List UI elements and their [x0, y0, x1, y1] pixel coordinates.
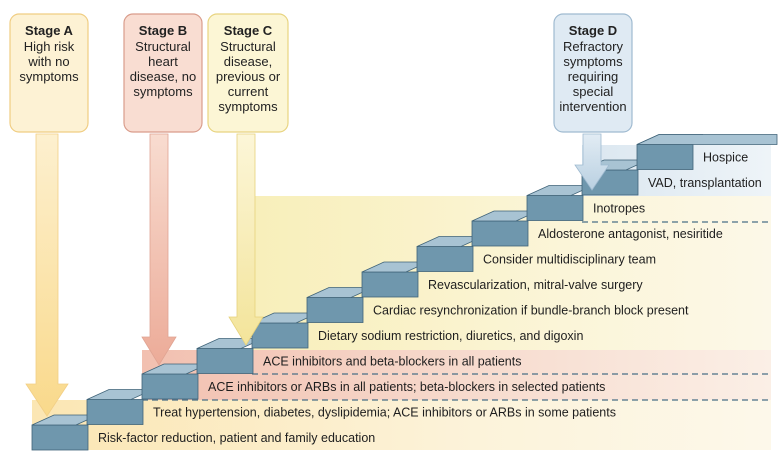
stage-d-line-1: Refractory: [563, 39, 623, 54]
stage-a: Stage A High risk with no symptoms: [9, 13, 89, 417]
stair-riser: [196, 348, 254, 374]
stage-d-line-5: intervention: [559, 99, 626, 114]
stair-riser: [31, 424, 89, 451]
stage-c-arrow: [228, 133, 264, 346]
stair-step: [31, 414, 99, 451]
stair-riser: [471, 220, 529, 247]
stair-riser: [416, 246, 474, 272]
stage-c-line-2: disease,: [224, 54, 272, 69]
step-label: ACE inhibitors or ARBs in all patients; …: [208, 380, 605, 394]
stair-step: [361, 261, 429, 298]
stair-riser: [636, 144, 694, 170]
stage-d-title: Stage D: [569, 23, 617, 38]
stage-c-line-5: symptoms: [218, 99, 278, 114]
stage-a-line-2: with no: [27, 54, 69, 69]
stair-riser: [306, 297, 364, 323]
stage-a-band: [32, 400, 771, 450]
stage-d-arrow: [574, 133, 610, 191]
step-label: Inotropes: [593, 202, 645, 216]
stair-riser: [251, 322, 309, 349]
step-labels: Risk-factor reduction, patient and famil…: [98, 151, 762, 446]
stage-c-line-3: previous or: [216, 69, 281, 84]
stair-riser: [526, 195, 584, 221]
step-label: Treat hypertension, diabetes, dyslipidem…: [153, 406, 616, 420]
stair-step: [636, 134, 778, 170]
step-label: Hospice: [703, 151, 748, 165]
stair-riser: [141, 373, 199, 400]
step-label: Risk-factor reduction, patient and famil…: [98, 431, 375, 445]
stage-b-arrow: [141, 133, 177, 366]
stair-riser: [86, 399, 144, 425]
stage-a-line-3: symptoms: [19, 69, 79, 84]
stair-step: [306, 287, 374, 323]
stair-step: [86, 389, 154, 425]
step-label: Cardiac resynchronization if bundle-bran…: [373, 304, 689, 318]
stage-d-line-4: special: [573, 84, 614, 99]
step-label: Revascularization, mitral-valve surgery: [428, 278, 643, 292]
step-label: ACE inhibitors and beta-blockers in all …: [263, 355, 521, 369]
stage-d: Stage D Refractory symptoms requiring sp…: [553, 13, 633, 191]
step-label: Dietary sodium restriction, diuretics, a…: [318, 329, 583, 343]
stage-c-line-4: current: [228, 84, 269, 99]
stage-b-title: Stage B: [139, 23, 187, 38]
stage-a-title: Stage A: [25, 23, 74, 38]
stage-d-box: [553, 13, 633, 133]
stair-step: [141, 363, 209, 400]
stage-bands: [32, 145, 771, 450]
stage-a-line-1: High risk: [24, 39, 75, 54]
stage-d-line-3: requiring: [568, 69, 619, 84]
stair-step: [471, 210, 539, 247]
stage-c-line-1: Structural: [220, 39, 276, 54]
stair-step: [416, 236, 484, 272]
stage-c-title: Stage C: [224, 23, 273, 38]
step-label: Aldosterone antagonist, nesiritide: [538, 227, 723, 241]
stair-riser: [361, 271, 419, 298]
stage-b-line-2: heart: [148, 54, 178, 69]
stage-b: Stage B Structural heart disease, no sym…: [123, 13, 203, 366]
stage-b-box: [123, 13, 203, 133]
stair-top-landing: [636, 134, 778, 145]
stage-b-line-3: disease, no: [130, 69, 197, 84]
step-label: VAD, transplantation: [648, 176, 762, 190]
stair-step: [251, 312, 319, 349]
stage-a-box: [9, 13, 89, 133]
stage-c: Stage C Structural disease, previous or …: [207, 13, 289, 346]
stage-c-box: [207, 13, 289, 133]
stage-a-arrow: [25, 133, 69, 417]
step-label: Consider multidisciplinary team: [483, 253, 656, 267]
stage-d-line-2: symptoms: [563, 54, 623, 69]
stage-b-line-1: Structural: [135, 39, 191, 54]
stage-b-line-4: symptoms: [133, 84, 193, 99]
